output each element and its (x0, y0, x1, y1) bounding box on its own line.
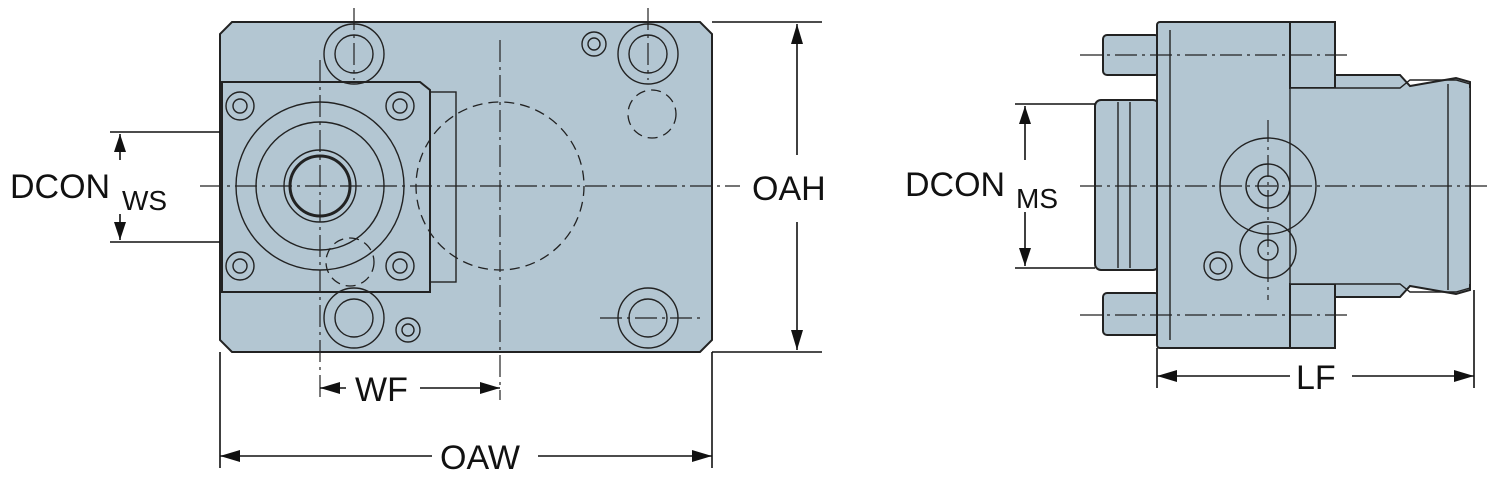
dcon-ms-label: DCON (905, 166, 1005, 204)
side-view (1080, 21, 1490, 349)
front-view (200, 8, 740, 400)
dcon-ws-label: DCON (10, 168, 110, 206)
wf-label: WF (355, 371, 408, 409)
front-dimensions (110, 21, 822, 468)
oaw-label: OAW (440, 439, 520, 477)
dcon-ws-subscript: WS (122, 185, 167, 216)
dcon-ms-subscript: MS (1016, 183, 1058, 214)
oah-label: OAH (752, 170, 826, 208)
side-dimensions (1015, 103, 1475, 388)
lf-label: LF (1296, 359, 1336, 397)
